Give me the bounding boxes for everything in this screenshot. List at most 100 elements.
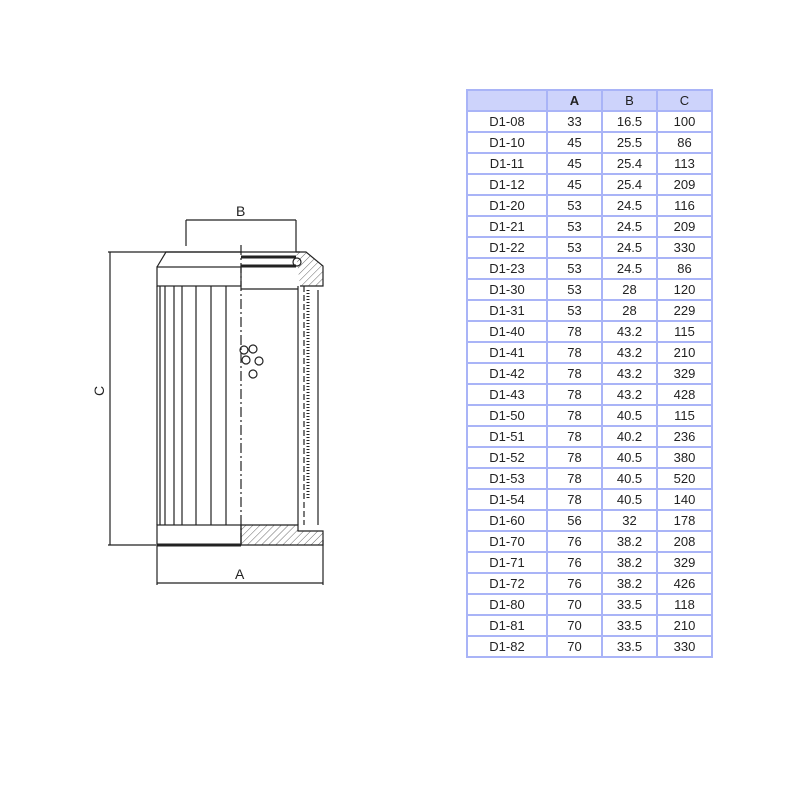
model-cell: D1-41 — [466, 341, 548, 364]
dimension-cell: 426 — [656, 572, 713, 595]
dimension-cell: 178 — [656, 509, 713, 532]
dimension-cell: 76 — [546, 530, 603, 553]
model-cell: D1-72 — [466, 572, 548, 595]
dimension-cell: 115 — [656, 404, 713, 427]
model-cell: D1-60 — [466, 509, 548, 532]
dimension-cell: 33 — [546, 110, 603, 133]
dimension-cell: 25.5 — [601, 131, 658, 154]
column-header: B — [601, 89, 658, 112]
dimension-cell: 229 — [656, 299, 713, 322]
label-c: C — [91, 386, 107, 396]
dimension-cell: 140 — [656, 488, 713, 511]
dimension-cell: 45 — [546, 131, 603, 154]
model-cell: D1-50 — [466, 404, 548, 427]
model-cell: D1-10 — [466, 131, 548, 154]
model-cell: D1-21 — [466, 215, 548, 238]
dimension-cell: 380 — [656, 446, 713, 469]
dimension-cell: 53 — [546, 257, 603, 280]
dimension-cell: 53 — [546, 299, 603, 322]
holes — [239, 344, 264, 379]
model-cell: D1-31 — [466, 299, 548, 322]
dimension-cell: 78 — [546, 383, 603, 406]
dimension-cell: 329 — [656, 362, 713, 385]
dimension-cell: 236 — [656, 425, 713, 448]
dimension-cell: 16.5 — [601, 110, 658, 133]
dimension-cell: 329 — [656, 551, 713, 574]
model-cell: D1-71 — [466, 551, 548, 574]
dimension-cell: 330 — [656, 236, 713, 259]
dimension-cell: 78 — [546, 425, 603, 448]
dimension-cell: 78 — [546, 362, 603, 385]
dimension-cell: 53 — [546, 278, 603, 301]
model-cell: D1-82 — [466, 635, 548, 658]
dimension-cell: 115 — [656, 320, 713, 343]
filter-element-drawing: B C A — [91, 203, 324, 585]
dimension-cell: 56 — [546, 509, 603, 532]
label-a: A — [235, 566, 245, 582]
dimension-cell: 25.4 — [601, 173, 658, 196]
dimension-cell: 78 — [546, 446, 603, 469]
dimension-cell: 40.5 — [601, 467, 658, 490]
dimension-cell: 53 — [546, 194, 603, 217]
dimension-cell: 32 — [601, 509, 658, 532]
model-cell: D1-23 — [466, 257, 548, 280]
label-b: B — [236, 203, 245, 219]
dimension-cell: 70 — [546, 593, 603, 616]
dimension-cell: 116 — [656, 194, 713, 217]
model-cell: D1-51 — [466, 425, 548, 448]
dimension-cell: 24.5 — [601, 194, 658, 217]
dimension-cell: 209 — [656, 215, 713, 238]
dimension-cell: 38.2 — [601, 530, 658, 553]
model-cell: D1-42 — [466, 362, 548, 385]
dimension-cell: 78 — [546, 404, 603, 427]
dimension-cell: 38.2 — [601, 551, 658, 574]
dimension-cell: 40.2 — [601, 425, 658, 448]
model-cell: D1-81 — [466, 614, 548, 637]
dimension-cell: 86 — [656, 131, 713, 154]
model-cell: D1-54 — [466, 488, 548, 511]
dimension-cell: 43.2 — [601, 383, 658, 406]
column-header: A — [546, 89, 603, 112]
column-header — [466, 89, 548, 112]
dimension-cell: 24.5 — [601, 257, 658, 280]
dimension-cell: 330 — [656, 635, 713, 658]
dimension-a: A — [156, 540, 324, 585]
model-cell: D1-52 — [466, 446, 548, 469]
column-header: C — [656, 89, 713, 112]
dimension-cell: 24.5 — [601, 236, 658, 259]
model-cell: D1-53 — [466, 467, 548, 490]
model-cell: D1-20 — [466, 194, 548, 217]
dimension-cell: 43.2 — [601, 362, 658, 385]
dimension-cell: 38.2 — [601, 572, 658, 595]
dimension-cell: 43.2 — [601, 341, 658, 364]
model-cell: D1-22 — [466, 236, 548, 259]
dimension-cell: 70 — [546, 614, 603, 637]
model-cell: D1-30 — [466, 278, 548, 301]
dimension-cell: 53 — [546, 215, 603, 238]
dimension-cell: 209 — [656, 173, 713, 196]
dimension-cell: 210 — [656, 341, 713, 364]
model-cell: D1-11 — [466, 152, 548, 175]
dimension-cell: 40.5 — [601, 404, 658, 427]
pleats — [156, 286, 227, 525]
dimension-cell: 78 — [546, 320, 603, 343]
dimension-cell: 28 — [601, 299, 658, 322]
dimension-cell: 33.5 — [601, 635, 658, 658]
